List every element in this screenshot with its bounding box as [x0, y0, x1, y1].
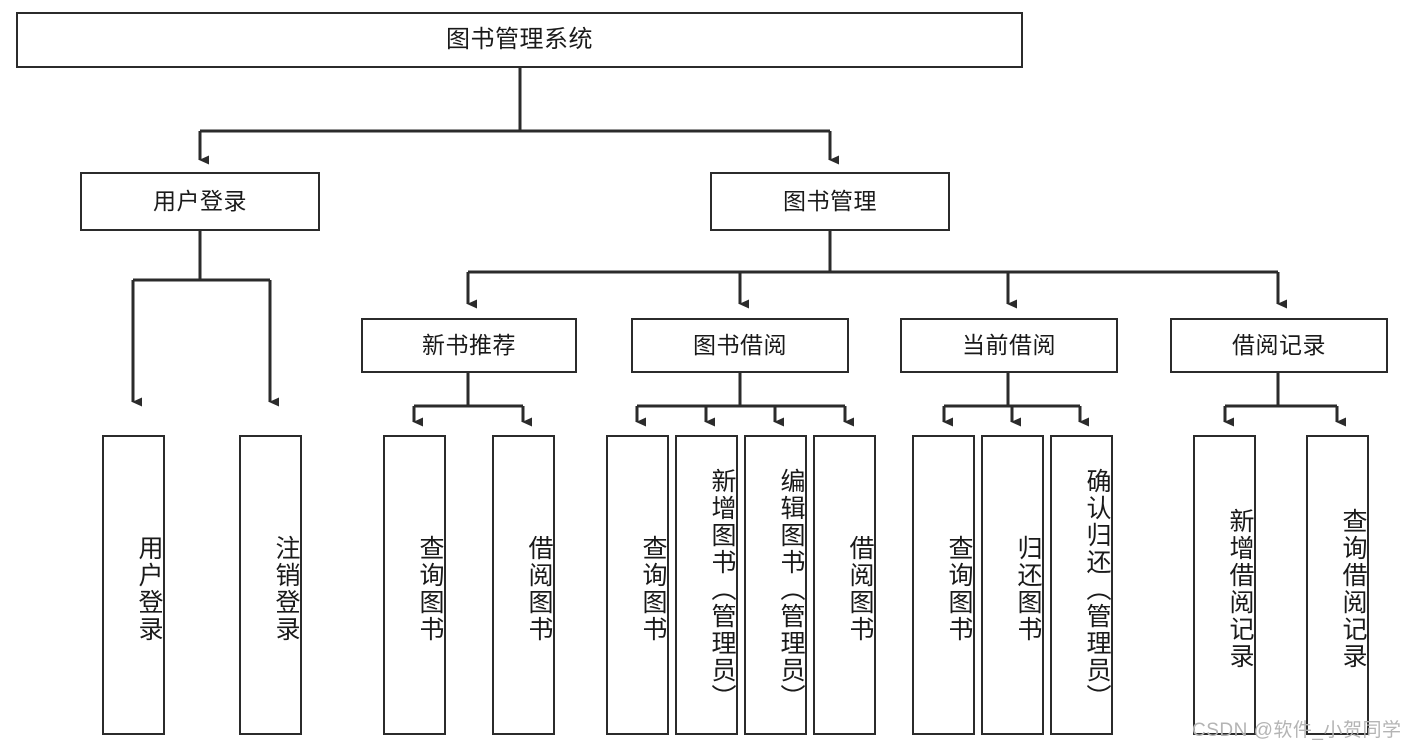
- node-root-system[interactable]: 图书管理系统: [16, 12, 1023, 68]
- node-label: 新增图书（管理员）: [708, 467, 736, 711]
- node-label: 注销登录: [272, 535, 300, 643]
- node-book-manage[interactable]: 图书管理: [710, 172, 950, 231]
- node-label: 查询借阅记录: [1339, 508, 1367, 670]
- leaf-book-borrow-2[interactable]: 编辑图书（管理员）: [744, 435, 807, 735]
- node-label: 确认归还（管理员）: [1083, 467, 1111, 711]
- csdn-watermark: CSDN @软件_小贺同学: [1192, 720, 1402, 741]
- leaf-book-borrow-1[interactable]: 新增图书（管理员）: [675, 435, 738, 735]
- node-label: 用户登录: [135, 535, 163, 643]
- node-label: 图书管理系统: [446, 25, 593, 53]
- leaf-book-borrow-3[interactable]: 借阅图书: [813, 435, 876, 735]
- node-new-book-recommend[interactable]: 新书推荐: [361, 318, 577, 373]
- leaf-new-book-1[interactable]: 借阅图书: [492, 435, 555, 735]
- node-label: 借阅记录: [1232, 331, 1326, 358]
- leaf-current-borrow-2[interactable]: 确认归还（管理员）: [1050, 435, 1113, 735]
- node-label: 查询图书: [945, 535, 973, 643]
- leaf-borrow-record-1[interactable]: 查询借阅记录: [1306, 435, 1369, 735]
- node-borrow-record[interactable]: 借阅记录: [1170, 318, 1388, 373]
- node-label: 查询图书: [416, 535, 444, 643]
- node-label: 图书借阅: [693, 331, 787, 358]
- node-label: 用户登录: [153, 187, 247, 214]
- leaf-current-borrow-0[interactable]: 查询图书: [912, 435, 975, 735]
- leaf-current-borrow-1[interactable]: 归还图书: [981, 435, 1044, 735]
- node-label: 借阅图书: [525, 535, 553, 643]
- node-current-borrow[interactable]: 当前借阅: [900, 318, 1118, 373]
- node-label: 查询图书: [639, 535, 667, 643]
- leaf-book-borrow-0[interactable]: 查询图书: [606, 435, 669, 735]
- leaf-borrow-record-0[interactable]: 新增借阅记录: [1193, 435, 1256, 735]
- node-label: 新书推荐: [422, 331, 516, 358]
- node-label: 图书管理: [783, 187, 877, 214]
- node-label: 归还图书: [1014, 535, 1042, 643]
- node-label: 编辑图书（管理员）: [777, 467, 805, 711]
- node-label: 新增借阅记录: [1226, 508, 1254, 670]
- node-label: 借阅图书: [846, 535, 874, 643]
- node-label: 当前借阅: [962, 331, 1056, 358]
- leaf-user-login-1[interactable]: 注销登录: [239, 435, 302, 735]
- node-book-borrow[interactable]: 图书借阅: [631, 318, 849, 373]
- leaf-new-book-0[interactable]: 查询图书: [383, 435, 446, 735]
- leaf-user-login-0[interactable]: 用户登录: [102, 435, 165, 735]
- node-user-login[interactable]: 用户登录: [80, 172, 320, 231]
